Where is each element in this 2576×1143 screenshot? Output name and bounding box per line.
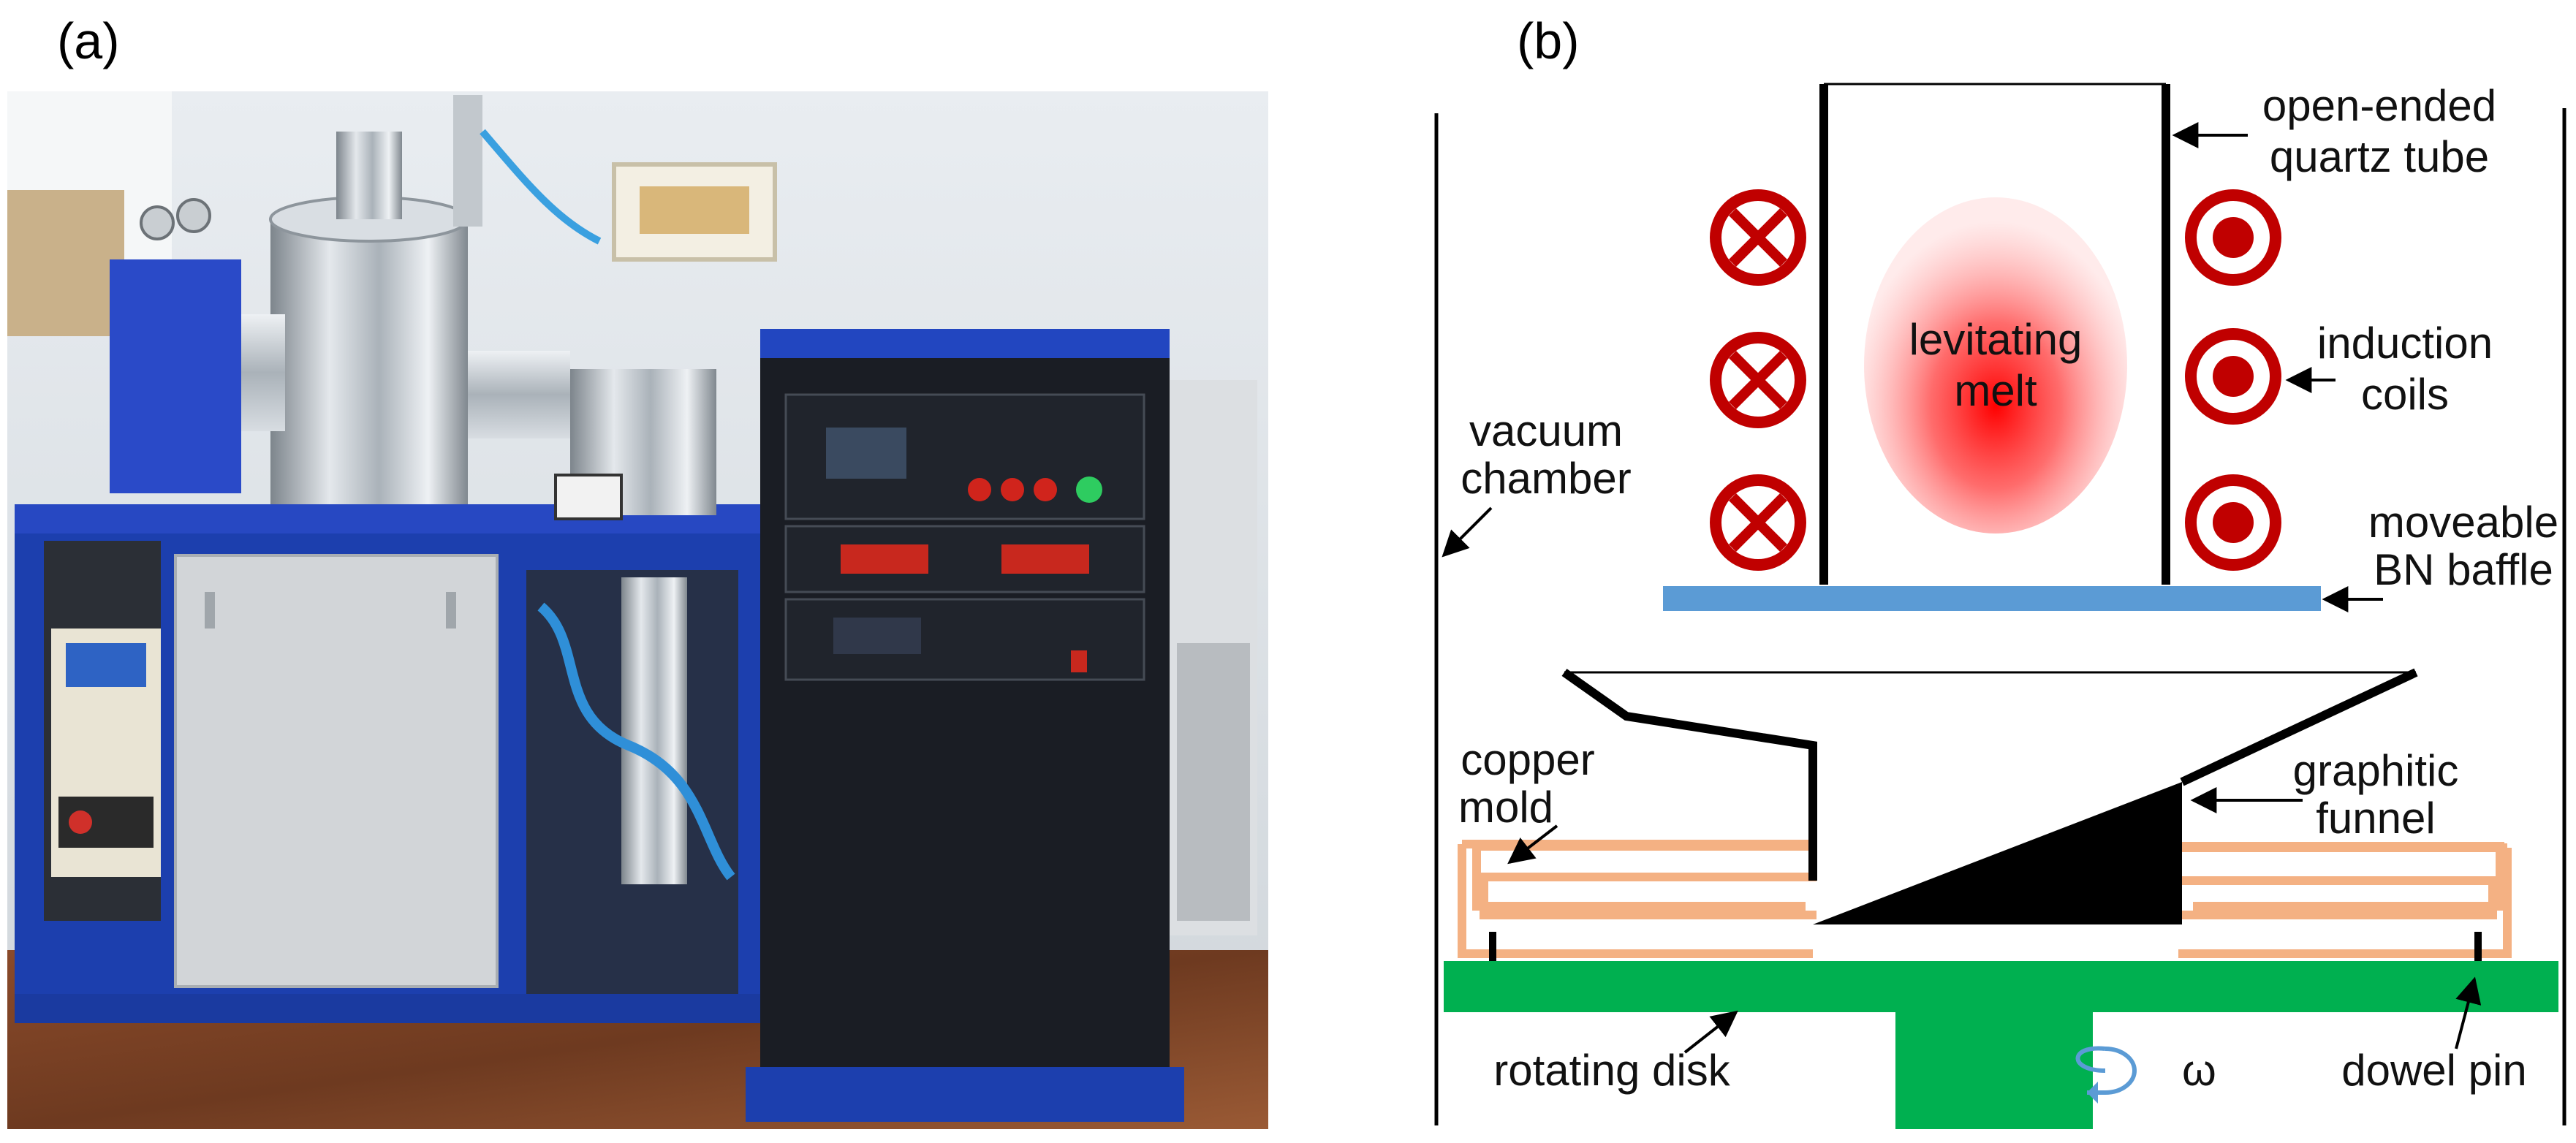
levitating-melt <box>1864 197 2127 533</box>
photo-label-block <box>554 474 623 520</box>
photo-cabinet-door <box>174 554 499 988</box>
graphitic-funnel <box>1813 782 2182 924</box>
rotation-arrow <box>2075 1046 2137 1104</box>
photo-indicator-3 <box>1034 478 1057 501</box>
photo-frame-base <box>15 994 775 1023</box>
coil-in-2 <box>1710 332 1806 428</box>
photo-wall-frame-inner <box>640 186 749 234</box>
rotating-disk <box>1444 961 2558 1012</box>
funnel-right-wall <box>2180 668 2418 786</box>
funnel-label-line2: funnel <box>2316 794 2435 843</box>
photo-chamber <box>270 219 468 504</box>
photo-pump <box>621 577 687 884</box>
baffle-label-line2: BN baffle <box>2374 545 2553 594</box>
photo-indicator-2 <box>1001 478 1024 501</box>
coil-out-1 <box>2185 189 2281 286</box>
pin-pointer <box>2455 976 2482 1049</box>
panel-label-b: (b) <box>1517 12 1580 69</box>
photo-cabinet-plinth <box>746 1067 1184 1122</box>
dowel-pin-left <box>1489 932 1496 987</box>
photo-cabinet-top <box>760 329 1170 358</box>
photo-gauge-2 <box>176 198 211 233</box>
baffle-label-line1: moveable <box>2368 498 2558 547</box>
mold-pointer <box>1507 824 1558 865</box>
photo-indicator-1 <box>968 478 991 501</box>
chamber-pointer <box>1442 506 1493 558</box>
chamber-label-line1: vacuum <box>1469 406 1623 455</box>
copper-mold-inner <box>1480 873 2497 919</box>
mold-label-line2: mold <box>1458 783 1553 832</box>
photo-feedthrough <box>453 95 482 227</box>
coils-label-line1: induction <box>2317 319 2493 368</box>
photo-power-knob <box>69 810 92 834</box>
photo-readout-2 <box>1001 544 1089 574</box>
photo-panel-row-2 <box>784 525 1145 593</box>
photo-switch <box>1071 650 1087 672</box>
disk-shaft <box>1895 1012 2093 1129</box>
quartz-tube-label-line2: quartz tube <box>2270 132 2489 181</box>
omega-label: ω <box>2182 1046 2216 1095</box>
photo-readout-1 <box>841 544 928 574</box>
photo-box <box>7 190 124 336</box>
photo-chamber-top <box>336 132 402 219</box>
dowel-pin-right <box>2474 932 2482 987</box>
chamber-label-line2: chamber <box>1461 454 1631 503</box>
coil-out-2 <box>2185 328 2281 425</box>
coil-in-3 <box>1710 474 1806 571</box>
photo-indicator-green <box>1076 476 1102 503</box>
schematic: levitating melt <box>1434 81 2566 1129</box>
disk-label: rotating disk <box>1493 1046 1730 1095</box>
photo-readout-3 <box>833 618 921 654</box>
coil-in-1 <box>1710 189 1806 286</box>
photo-door-hinge-2 <box>446 592 456 629</box>
photo-blue-box <box>110 259 241 493</box>
photo-chiller-grille <box>1177 643 1250 921</box>
coil-out-3 <box>2185 474 2281 571</box>
melt-label-line1: levitating <box>1909 315 2083 364</box>
copper-mold <box>1458 840 2512 958</box>
photo-hose <box>537 602 735 881</box>
pin-label: dowel pin <box>2341 1046 2527 1095</box>
disk-pointer <box>1683 1010 1738 1054</box>
photo-side-port <box>241 314 285 431</box>
bn-baffle <box>1663 586 2321 611</box>
funnel-left-wall <box>1561 669 1817 881</box>
photo-port-arm <box>468 351 570 438</box>
mold-label-line1: copper <box>1461 735 1594 784</box>
photo-power-display <box>66 643 146 687</box>
quartz-tube-label-line1: open-ended <box>2262 81 2496 130</box>
funnel-label-line1: graphitic <box>2293 746 2459 795</box>
photo-controller <box>826 428 906 479</box>
panel-label-a: (a) <box>57 12 120 69</box>
coils-label-line2: coils <box>2361 370 2449 419</box>
photo-gas-line <box>480 129 602 245</box>
photo-gauge-1 <box>140 205 175 240</box>
melt-label-line2: melt <box>1954 366 2037 415</box>
apparatus-photo <box>7 91 1268 1129</box>
photo-door-hinge-1 <box>205 592 215 629</box>
